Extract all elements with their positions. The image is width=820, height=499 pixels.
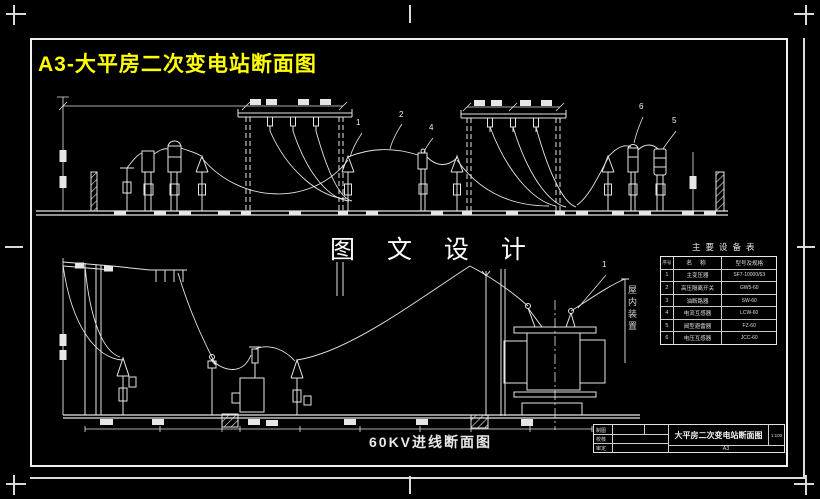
- transformer: [503, 300, 606, 430]
- dimension-value-blobs: [59, 99, 697, 189]
- titleblock-sheet-size: A3: [722, 445, 730, 452]
- device-5: [653, 148, 667, 211]
- callout-leader-lower-1: [577, 274, 607, 309]
- current-transformer-6: [627, 144, 639, 211]
- gantry-1: [237, 109, 353, 211]
- equipment-table-title: 主要设备表: [692, 242, 760, 252]
- cell-name: 高压隔离开关: [672, 282, 722, 294]
- trim-mark-bottom-right-h: [794, 483, 814, 485]
- trim-mark-top-left-v: [13, 5, 15, 25]
- trim-mark-bottom-right-v: [805, 475, 807, 495]
- callout-4-upper: 4: [429, 123, 434, 132]
- lower-dimension-line: [84, 426, 593, 432]
- post-device-2: [207, 354, 217, 415]
- drawing-frame: [30, 38, 788, 467]
- trim-mark-bottom-center: [409, 476, 411, 494]
- indoor-installation-note: 屋内装置: [627, 285, 637, 333]
- titleblock-scale: 1:100: [770, 432, 783, 438]
- table-row: 6 电压互感器 JCC-60: [661, 331, 776, 345]
- cable-duct-1: [221, 413, 239, 428]
- post-insulator-aframes-upper: [195, 154, 615, 211]
- titleblock-label-approved: 审定: [596, 446, 607, 452]
- sheet-edge-bottom: [30, 477, 805, 479]
- trim-mark-bottom-left-h: [6, 483, 26, 485]
- titleblock-label-checked: 校核: [596, 437, 607, 443]
- watermark: 图 文 设 计: [330, 235, 538, 264]
- building-columns: [481, 269, 506, 416]
- drawing-title-strip: A3-大平房二次变电站断面图: [38, 53, 317, 76]
- col-header-spec: 型号及规格: [721, 257, 776, 269]
- table-row: 2 高压隔离开关 GW5-60: [661, 281, 776, 294]
- cell-no: 6: [665, 335, 669, 342]
- table-row: 5 阀型避雷器 FZ-60: [661, 318, 776, 332]
- incoming-poles: [84, 263, 102, 415]
- cell-name: 油断路器: [672, 294, 722, 307]
- conductor-loops-lower: [62, 264, 626, 370]
- titleblock-drawing-title: 大平房二次变电站断面图: [674, 430, 763, 440]
- trim-mark-mid-left: [5, 246, 23, 248]
- cell-no: 4: [665, 310, 669, 317]
- conductors-upper: [126, 126, 659, 208]
- upper-section-drawing: [36, 96, 728, 216]
- title-block: 制图 校核 审定 大平房二次变电站断面图 1:100 A3: [593, 424, 785, 453]
- callout-leaders-upper: [349, 116, 677, 158]
- breaker-device: [167, 140, 182, 211]
- cell-no: 3: [665, 297, 669, 304]
- cell-name: 电压互感器: [672, 332, 722, 345]
- disconnect-post: [120, 167, 134, 211]
- dimension-lines: [57, 96, 694, 211]
- wire-clamps: [75, 262, 113, 272]
- cell-spec: JCC-60: [721, 332, 776, 345]
- callout-2-upper: 2: [399, 110, 404, 119]
- trim-mark-top-left-h: [6, 13, 26, 15]
- post-insulator-aframe-l3: [290, 358, 312, 415]
- wall-post-left: [90, 171, 98, 212]
- post-insulator-aframe-l1: [116, 356, 137, 415]
- indoor-boundary-line: [621, 278, 629, 363]
- cell-spec: GW5-60: [721, 282, 776, 294]
- cell-spec: SW-60: [721, 294, 776, 307]
- table-row: 3 油断路器 SW-60: [661, 293, 776, 307]
- trim-mark-top-center: [409, 5, 411, 23]
- wall-post-right: [715, 171, 725, 212]
- cabinet-device: [141, 150, 155, 211]
- cell-no: 1: [665, 272, 669, 279]
- cable-duct-2: [470, 414, 489, 429]
- callout-1-upper: 1: [356, 118, 361, 127]
- caption-60kv-section: 60KV进线断面图: [369, 434, 493, 450]
- busbar-comb: [150, 269, 187, 282]
- equipment-table: 序号 名 称 型号及规格 1 主变压器 SF7-10000/63 2 高压隔离开…: [660, 256, 777, 345]
- callout-6-upper: 6: [639, 102, 644, 111]
- gantry-2: [460, 110, 567, 211]
- col-header-no: 序号: [662, 259, 672, 265]
- cell-spec: FZ-60: [721, 319, 776, 332]
- callout-1-lower: 1: [602, 260, 607, 269]
- trim-mark-top-right-h: [794, 13, 814, 15]
- lower-ground: [63, 414, 640, 419]
- post-device-3: [231, 346, 265, 413]
- trim-mark-top-right-v: [805, 5, 807, 25]
- cell-spec: SF7-10000/63: [721, 269, 776, 282]
- titleblock-label-drafted: 制图: [596, 428, 607, 434]
- upper-foundation-blocks: [114, 210, 716, 216]
- table-row: 4 电流互感器 LCW-60: [661, 306, 776, 319]
- cell-name: 主变压器: [672, 269, 722, 282]
- cell-no: 2: [665, 284, 669, 291]
- cell-spec: LCW-60: [721, 307, 776, 319]
- col-header-name: 名 称: [672, 257, 722, 269]
- equipment-table-header: 序号 名 称 型号及规格: [661, 257, 776, 269]
- table-row: 1 主变压器 SF7-10000/63: [661, 268, 776, 282]
- callout-5-upper: 5: [672, 116, 677, 125]
- cell-no: 5: [665, 322, 669, 329]
- lower-foundation-blocks: [100, 419, 533, 426]
- lower-section-drawing: [59, 258, 640, 432]
- cell-name: 阀型避雷器: [672, 319, 722, 332]
- current-transformer-small: [417, 148, 428, 211]
- cell-name: 电流互感器: [672, 307, 722, 319]
- drop-lines: [336, 262, 344, 296]
- sheet-edge-right: [803, 38, 805, 479]
- trim-mark-mid-right: [797, 246, 815, 248]
- trim-mark-bottom-left-v: [13, 475, 15, 495]
